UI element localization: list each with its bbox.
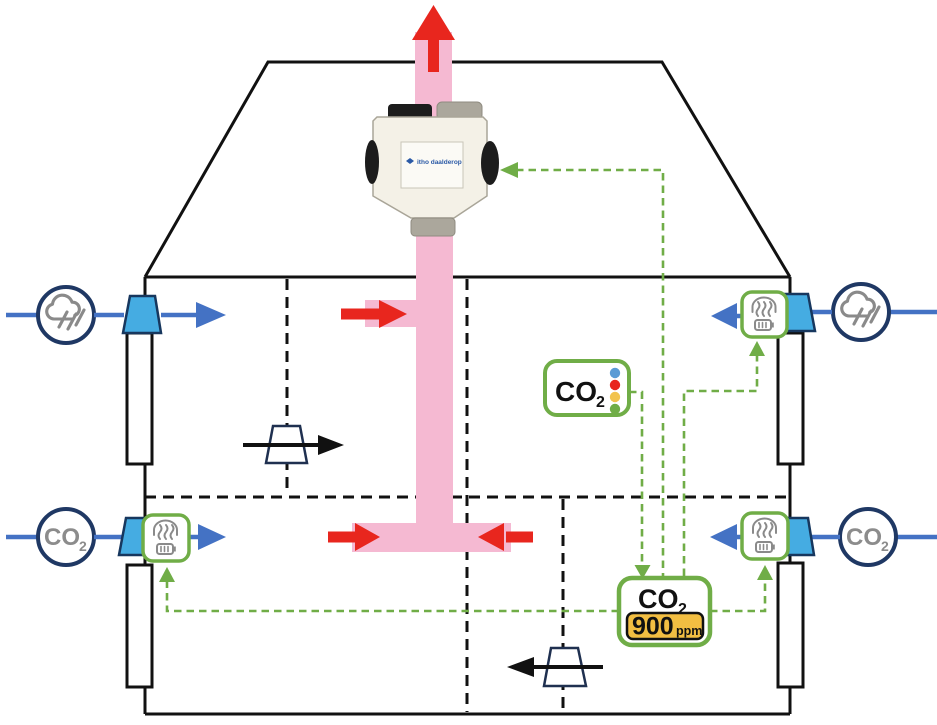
- controlled-vent-bottom-right: [740, 511, 790, 561]
- signal-to-first-floor-vent: [682, 354, 759, 576]
- supply-arrow-head: [711, 303, 737, 329]
- window-first-floor-left: [125, 331, 154, 466]
- exhaust-arrow-first-floor-head: [379, 300, 407, 328]
- window-ground-floor-right: [776, 561, 805, 689]
- transfer-grille-first-floor: [243, 424, 344, 465]
- supply-top-left: [6, 285, 226, 345]
- heat-vent-icon: [751, 296, 777, 331]
- unit-bottom-port: [410, 217, 456, 237]
- supply-arrow-head: [198, 524, 226, 550]
- exhaust-duct: [352, 32, 511, 552]
- status-dot-green: [609, 403, 621, 415]
- unit-label-panel: [400, 141, 464, 189]
- unit-brand-label: itho daalderop: [417, 159, 462, 166]
- co2-sensor-first-floor: CO 2: [543, 359, 631, 417]
- facade-vent: [121, 294, 163, 335]
- roof-line: [143, 60, 792, 278]
- sensor-box: [543, 359, 631, 417]
- supply-arrow-head: [196, 302, 226, 328]
- signal-arrow-into-top-right-vent: [749, 341, 765, 356]
- signal-to-unit: [516, 168, 665, 576]
- rain-cloud-icon: [840, 290, 881, 328]
- reading-badge: [625, 611, 705, 641]
- signal-arrow-into-bottom-right-vent: [757, 565, 773, 580]
- transfer-arrow-head: [318, 435, 344, 455]
- rain-cloud-icon: [45, 293, 86, 331]
- unit-left-port: [365, 140, 379, 184]
- exhaust-arrow-roof-head: [412, 5, 455, 40]
- unit-right-port: [481, 141, 499, 185]
- brand-logo-icon: [406, 158, 414, 164]
- heat-vent-icon: [752, 517, 777, 553]
- reading-unit: ppm: [676, 624, 702, 638]
- supply-bottom-left: CO 2: [6, 507, 226, 567]
- signal-arrow-into-bottom-left-vent: [159, 567, 175, 582]
- window-ground-floor-left: [125, 563, 154, 689]
- signal-to-ground-left-vent: [165, 580, 619, 613]
- reading-value: 900: [632, 613, 674, 641]
- unit-top-port-dark: [388, 104, 432, 120]
- signal-from-first-floor-sensor: [629, 390, 644, 563]
- sensor-label-sub: 2: [596, 394, 605, 411]
- co2-marker-sub: 2: [79, 538, 87, 554]
- exhaust-arrow-ground-right-head: [478, 523, 504, 551]
- window-first-floor-right: [776, 331, 805, 466]
- facade-windows: [125, 331, 805, 689]
- status-dot-blue: [609, 367, 621, 379]
- heat-vent-icon: [153, 519, 178, 555]
- signal-to-ground-right-vent: [710, 578, 767, 613]
- transfer-arrow-head: [507, 657, 534, 677]
- controlled-vent-bottom-left: [141, 513, 191, 563]
- status-dot-red: [609, 379, 621, 391]
- co2-marker-sub: 2: [881, 538, 889, 554]
- signal-arrow-into-unit: [500, 162, 518, 178]
- heat-recovery-unit: itho daalderop: [365, 101, 499, 237]
- co2-marker-label: CO: [44, 524, 80, 551]
- signal-arrow-into-ground-sensor: [634, 565, 651, 579]
- exhaust-arrow-ground-left-head: [355, 523, 380, 551]
- sensor-label: CO: [638, 584, 679, 614]
- sensor-label-sub: 2: [678, 601, 687, 618]
- transfer-grille-ground-floor: [507, 646, 603, 688]
- exhaust-arrows: [328, 5, 533, 551]
- co2-sensor-ground-floor: CO 2 900 ppm: [616, 575, 713, 648]
- controlled-vent-top-right: [740, 290, 789, 339]
- sensor-label: CO: [555, 376, 597, 407]
- control-signals: [159, 162, 773, 613]
- status-dot-yellow: [609, 391, 621, 403]
- co2-marker-label: CO: [846, 524, 882, 551]
- duct-riser: [416, 228, 453, 524]
- supply-arrow-head: [710, 524, 737, 550]
